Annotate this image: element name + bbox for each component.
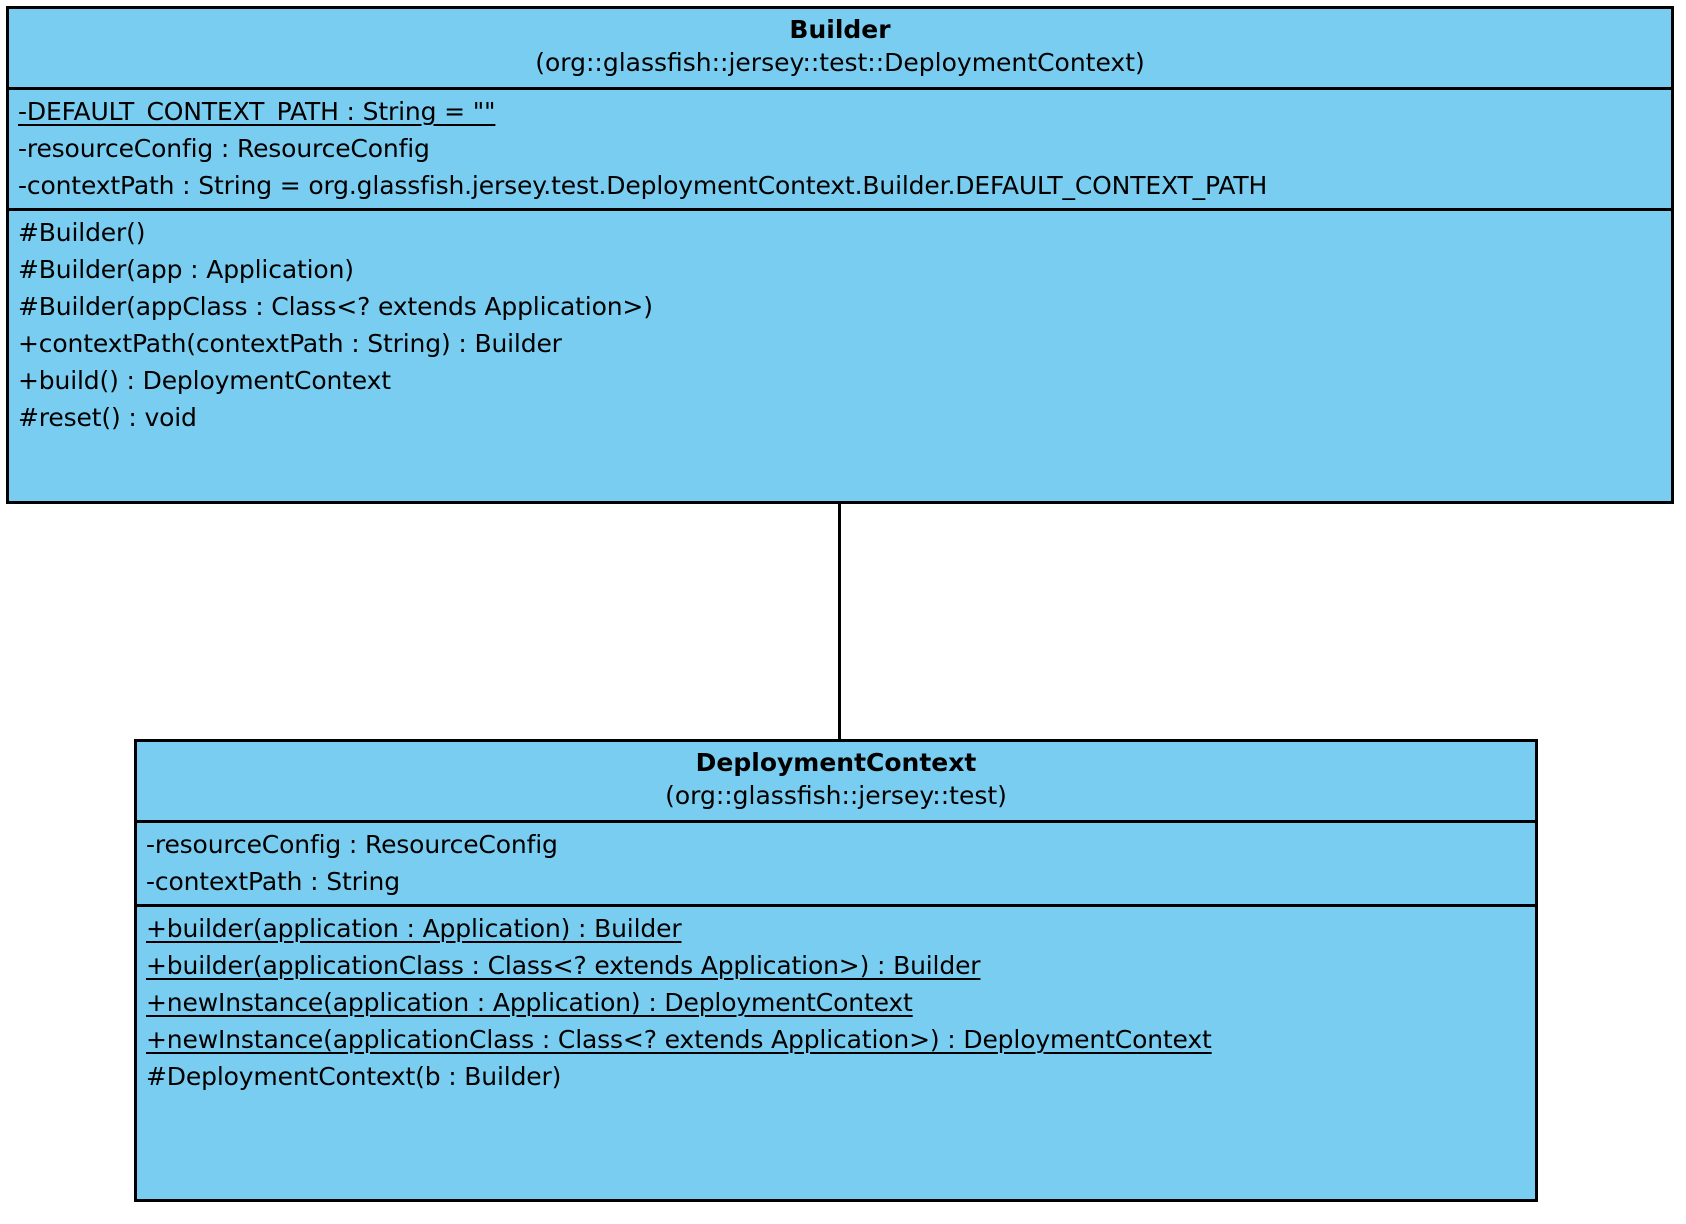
attribute-row: -resourceConfig : ResourceConfig bbox=[146, 830, 558, 859]
operation-row: +contextPath(contextPath : String) : Bui… bbox=[18, 329, 562, 358]
attribute-row: -resourceConfig : ResourceConfig bbox=[18, 134, 430, 163]
attribute-row: -contextPath : String bbox=[146, 867, 400, 896]
class-package-deployment-context: (org::glassfish::jersey::test) bbox=[665, 781, 1007, 810]
class-header-deployment-context: DeploymentContext (org::glassfish::jerse… bbox=[137, 742, 1535, 820]
class-operations-deployment-context: +builder(application : Application) : Bu… bbox=[137, 904, 1535, 1099]
class-attributes-deployment-context: -resourceConfig : ResourceConfig -contex… bbox=[137, 820, 1535, 904]
operation-row: #Builder(app : Application) bbox=[18, 255, 354, 284]
operation-row: #Builder() bbox=[18, 218, 146, 247]
class-name-builder: Builder bbox=[789, 15, 891, 44]
attribute-row: -DEFAULT_CONTEXT_PATH : String = "" bbox=[18, 97, 496, 126]
attribute-row: -contextPath : String = org.glassfish.je… bbox=[18, 171, 1268, 200]
operation-row: +newInstance(applicationClass : Class<? … bbox=[146, 1025, 1212, 1054]
class-box-builder[interactable]: Builder (org::glassfish::jersey::test::D… bbox=[6, 6, 1674, 504]
nesting-connector-line bbox=[838, 504, 841, 757]
class-attributes-builder: -DEFAULT_CONTEXT_PATH : String = "" -res… bbox=[9, 87, 1671, 208]
class-operations-builder: #Builder() #Builder(app : Application) #… bbox=[9, 208, 1671, 440]
class-name-deployment-context: DeploymentContext bbox=[695, 748, 977, 777]
class-package-builder: (org::glassfish::jersey::test::Deploymen… bbox=[535, 48, 1145, 77]
operation-row: +builder(application : Application) : Bu… bbox=[146, 914, 682, 943]
class-box-deployment-context[interactable]: DeploymentContext (org::glassfish::jerse… bbox=[134, 739, 1538, 1202]
class-header-builder: Builder (org::glassfish::jersey::test::D… bbox=[9, 9, 1671, 87]
operation-row: #reset() : void bbox=[18, 403, 197, 432]
operation-row: +build() : DeploymentContext bbox=[18, 366, 391, 395]
operation-row: +builder(applicationClass : Class<? exte… bbox=[146, 951, 981, 980]
operation-row: #Builder(appClass : Class<? extends Appl… bbox=[18, 292, 653, 321]
operation-row: +newInstance(application : Application) … bbox=[146, 988, 913, 1017]
operation-row: #DeploymentContext(b : Builder) bbox=[146, 1062, 562, 1091]
